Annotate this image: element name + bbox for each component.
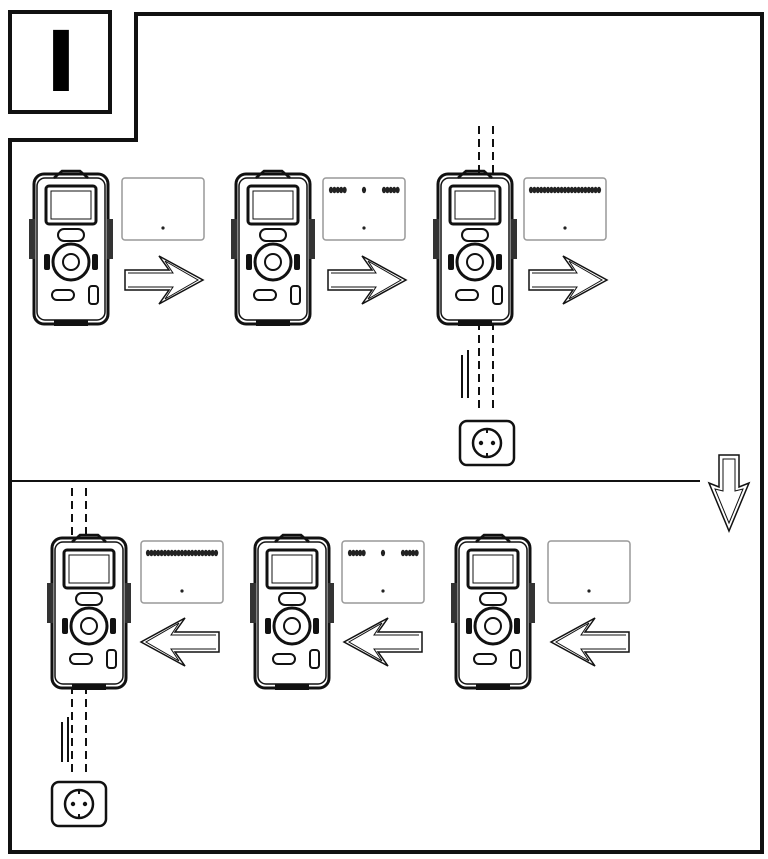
indicator-dot bbox=[539, 186, 544, 194]
indicator-dot bbox=[162, 549, 168, 557]
indicator-dot bbox=[207, 549, 212, 557]
power-socket-icon bbox=[458, 419, 516, 467]
indicator-dot bbox=[385, 186, 390, 194]
hollow-arrow-icon bbox=[124, 255, 204, 305]
indicator-dot bbox=[528, 186, 534, 194]
indicator-dot bbox=[400, 549, 406, 557]
indicator-dot bbox=[414, 549, 419, 557]
indicator-dot bbox=[179, 549, 185, 557]
indicator-dot bbox=[361, 186, 367, 194]
indicator-dot bbox=[545, 186, 551, 194]
indicator-dot bbox=[573, 186, 578, 194]
indicator-dot bbox=[190, 549, 195, 557]
indicator-dot bbox=[535, 186, 540, 194]
display-panel-icon bbox=[523, 177, 607, 241]
indicator-dot bbox=[361, 549, 366, 557]
indicator-dot bbox=[549, 186, 554, 194]
indicator-dot bbox=[145, 549, 151, 557]
cable bbox=[71, 488, 87, 775]
meter-device-icon bbox=[248, 533, 336, 692]
display-panel-icon bbox=[547, 540, 631, 604]
indicator-dot bbox=[193, 549, 198, 557]
indicator-dot bbox=[559, 186, 564, 194]
indicator-dot bbox=[380, 549, 386, 557]
indicator-dot bbox=[586, 186, 591, 194]
hollow-arrow-icon bbox=[343, 617, 423, 667]
indicator-dot bbox=[583, 186, 588, 194]
meter-device-icon bbox=[431, 169, 519, 328]
indicator-dot bbox=[388, 186, 393, 194]
indicator-dot bbox=[328, 186, 334, 194]
display-panel-icon bbox=[121, 177, 205, 241]
indicator-dot bbox=[159, 549, 164, 557]
indicator-dot bbox=[210, 549, 215, 557]
meter-device-icon bbox=[45, 533, 133, 692]
indicator-dot bbox=[593, 186, 598, 194]
hollow-arrow-icon bbox=[140, 617, 220, 667]
indicator-dot bbox=[200, 549, 205, 557]
indicator-dot bbox=[186, 549, 191, 557]
indicator-dot bbox=[542, 186, 547, 194]
indicator-dot bbox=[404, 549, 409, 557]
indicator-dot bbox=[196, 549, 202, 557]
bottom-row bbox=[45, 488, 631, 828]
cable-strands bbox=[61, 717, 69, 762]
indicator-dot bbox=[351, 549, 356, 557]
indicator-dot bbox=[332, 186, 337, 194]
down-arrow-icon bbox=[707, 454, 751, 533]
indicator-dot bbox=[395, 186, 400, 194]
indicator-dot bbox=[556, 186, 561, 194]
meter-device-icon bbox=[449, 533, 537, 692]
indicator-dot bbox=[407, 549, 412, 557]
hollow-arrow-icon bbox=[327, 255, 407, 305]
display-panel-icon bbox=[341, 540, 425, 604]
outer-frame bbox=[8, 12, 764, 854]
indicator-dot bbox=[173, 549, 178, 557]
indicator-dot bbox=[596, 186, 602, 194]
indicator-dot bbox=[576, 186, 581, 194]
indicator-dot bbox=[532, 186, 537, 194]
indicator-dot bbox=[169, 549, 174, 557]
indicator-dot bbox=[176, 549, 181, 557]
meter-device-icon bbox=[229, 169, 317, 328]
indicator-dot bbox=[590, 186, 595, 194]
indicator-dot bbox=[166, 549, 171, 557]
indicator-dot bbox=[152, 549, 157, 557]
indicator-dot bbox=[347, 549, 353, 557]
cable-strands bbox=[461, 350, 469, 398]
cable bbox=[478, 126, 494, 410]
hollow-arrow-icon bbox=[528, 255, 608, 305]
meter-device-icon bbox=[27, 169, 115, 328]
display-panel-icon bbox=[140, 540, 224, 604]
indicator-dot bbox=[381, 186, 387, 194]
indicator-dot bbox=[562, 186, 568, 194]
indicator-dot bbox=[339, 186, 344, 194]
indicator-dot bbox=[156, 549, 161, 557]
indicator-dot bbox=[342, 186, 347, 194]
indicator-dot bbox=[354, 549, 359, 557]
power-socket-icon bbox=[50, 780, 108, 828]
step-label: I bbox=[45, 13, 77, 111]
indicator-dot bbox=[335, 186, 340, 194]
indicator-dot bbox=[566, 186, 571, 194]
indicator-dot bbox=[411, 549, 416, 557]
indicator-dot bbox=[183, 549, 188, 557]
top-row bbox=[27, 126, 608, 467]
hollow-arrow-icon bbox=[550, 617, 630, 667]
indicator-dot bbox=[203, 549, 208, 557]
indicator-dot bbox=[358, 549, 363, 557]
indicator-dot bbox=[392, 186, 397, 194]
indicator-dot bbox=[149, 549, 154, 557]
indicator-dot bbox=[213, 549, 219, 557]
display-panel-icon bbox=[322, 177, 406, 241]
indicator-dot bbox=[569, 186, 574, 194]
indicator-dot bbox=[552, 186, 557, 194]
indicator-dot bbox=[579, 186, 585, 194]
step-label-box bbox=[8, 10, 112, 114]
